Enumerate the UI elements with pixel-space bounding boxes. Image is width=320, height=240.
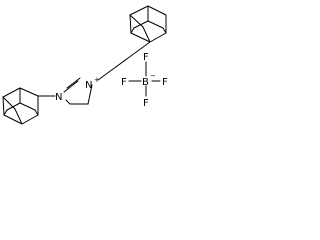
atom-fluorine-left: F — [121, 77, 127, 88]
bond — [6, 102, 21, 111]
bond — [2, 96, 5, 116]
bond — [21, 114, 39, 125]
bond — [65, 99, 71, 105]
bond-n2-adamantyl — [97, 41, 151, 81]
bond — [19, 102, 36, 111]
atom-n1: N — [55, 92, 62, 103]
bond — [2, 96, 16, 110]
bond — [14, 108, 23, 125]
bond — [147, 5, 167, 16]
atom-n2: N — [85, 80, 92, 91]
bond — [142, 26, 151, 43]
bond — [130, 32, 151, 43]
lower-adamantyl-group — [2, 87, 39, 125]
bond — [162, 27, 167, 34]
bond — [19, 87, 39, 97]
atom-fluorine-right: F — [162, 77, 168, 88]
atom-boron: B — [142, 77, 149, 88]
imidazolinium-ring — [63, 77, 93, 105]
upper-adamantyl-group — [129, 5, 167, 43]
chemical-structure: N N + B − F F F F — [2, 5, 168, 125]
bond — [130, 27, 135, 34]
charge-n2: + — [94, 76, 100, 84]
bond — [149, 32, 167, 43]
bond — [3, 109, 8, 116]
bond — [129, 5, 149, 16]
atom-fluorine-bottom: F — [143, 98, 149, 109]
bond — [63, 80, 79, 93]
tetrafluoroborate-anion: B − F F F F — [121, 52, 168, 109]
bond — [3, 114, 23, 125]
charge-boron: − — [150, 72, 156, 80]
bond — [87, 84, 93, 105]
bond — [129, 14, 132, 34]
bond — [147, 20, 164, 29]
bond — [34, 109, 39, 116]
atom-fluorine-top: F — [143, 52, 149, 63]
bond — [2, 87, 21, 98]
bond — [66, 77, 81, 89]
bond — [129, 14, 144, 28]
